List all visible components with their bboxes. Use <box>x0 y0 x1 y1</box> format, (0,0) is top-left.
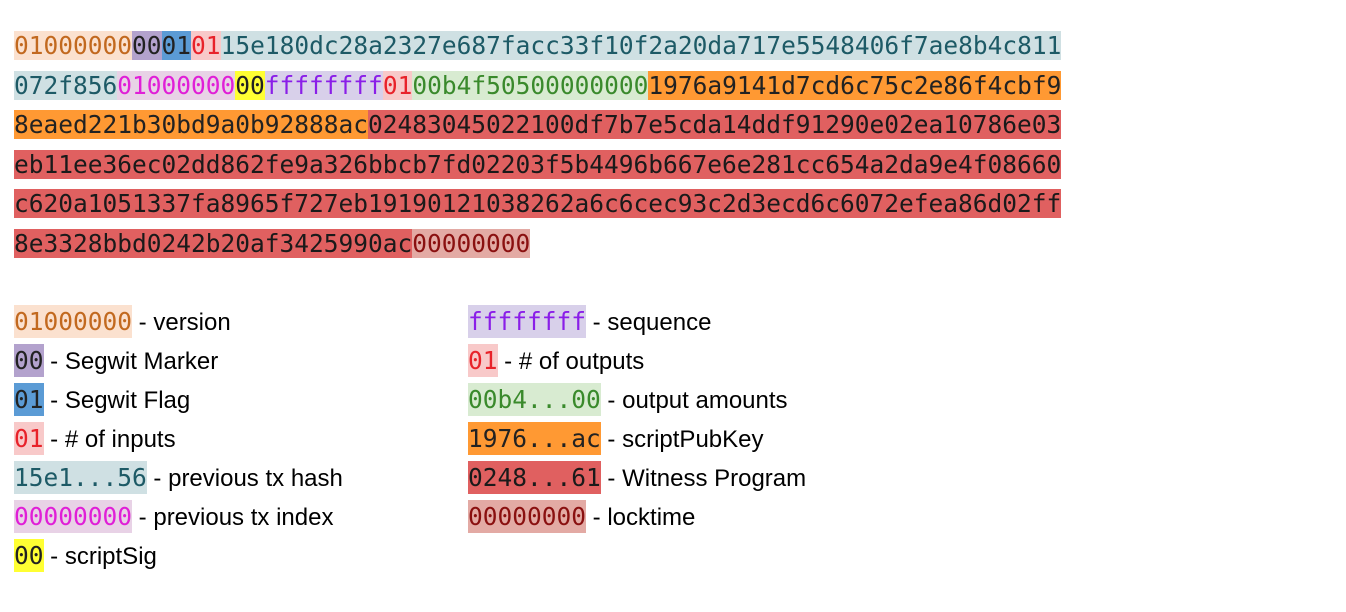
legend-item-script-sig: 00 - scriptSig <box>14 539 343 578</box>
raw-transaction-hex: 0100000000010115e180dc28a2327e687facc33f… <box>14 26 1334 263</box>
hex-locktime: 00000000 <box>412 228 531 258</box>
legend-swatch: 00000000 <box>14 500 133 533</box>
legend-swatch: 00 <box>14 539 44 572</box>
legend-label: - scriptPubKey <box>600 426 764 453</box>
hex-segwit-marker: 00 <box>132 31 162 60</box>
legend-label: - scriptSig <box>43 543 157 570</box>
hex-witness-cont-2: c620a1051337fa8965f727eb19190121038262a6… <box>14 189 1062 218</box>
legend-label: - locktime <box>586 504 696 531</box>
legend-item-output-count: 01 - # of outputs <box>468 344 806 383</box>
legend-item-prev-tx-index: 00000000 - previous tx index <box>14 500 343 539</box>
legend-label: - previous tx hash <box>146 465 343 492</box>
hex-output-count: 01 <box>382 70 413 100</box>
legend-label: - # of outputs <box>497 348 645 375</box>
hex-version: 01000000 <box>14 31 133 60</box>
legend-label: - Segwit Marker <box>43 348 219 375</box>
legend-swatch: 01 <box>14 422 44 455</box>
legend-label: - version <box>132 309 231 336</box>
legend-swatch: 0248...61 <box>468 461 601 494</box>
legend-item-segwit-flag: 01 - Segwit Flag <box>14 383 343 422</box>
legend-swatch: 00000000 <box>468 500 587 533</box>
legend-item-prev-tx-hash: 15e1...56 - previous tx hash <box>14 461 343 500</box>
hex-witness-cont-3: 8e3328bbd0242b20af3425990ac <box>14 228 413 258</box>
hex-script-pubkey-cont: 8eaed221b30bd9a0b92888ac <box>14 110 369 139</box>
legend-label: - Segwit Flag <box>43 387 191 414</box>
hex-segwit-flag: 01 <box>161 31 192 60</box>
legend-item-script-pubkey: 1976...ac - scriptPubKey <box>468 422 806 461</box>
hex-input-count: 01 <box>191 31 221 60</box>
legend-swatch: 00 <box>14 344 44 377</box>
legend-column-1: 01000000 - version 00 - Segwit Marker 01… <box>14 305 343 578</box>
legend-column-2: ffffffff - sequence 01 - # of outputs 00… <box>468 305 806 539</box>
hex-output-amount: 00b4f50500000000 <box>412 70 649 100</box>
legend-swatch: 1976...ac <box>468 422 601 455</box>
hex-script-sig: 00 <box>235 70 265 100</box>
hex-sequence: ffffffff <box>264 70 383 100</box>
hex-witness: 02483045022100df7b7e5cda14ddf91290e02ea1… <box>368 110 1062 139</box>
hex-prev-tx-hash-cont: 072f856 <box>14 70 118 100</box>
legend-label: - previous tx index <box>132 504 334 531</box>
hex-prev-tx-hash: 15e180dc28a2327e687facc33f10f2a20da717e5… <box>220 31 1062 60</box>
legend-label: - output amounts <box>600 387 788 414</box>
legend-swatch: 01 <box>14 383 44 416</box>
hex-witness-cont-1: eb11ee36ec02dd862fe9a326bbcb7fd02203f5b4… <box>14 149 1062 179</box>
hex-script-pubkey: 1976a9141d7cd6c75c2e86f4cbf9 <box>648 70 1062 100</box>
legend-label: - Witness Program <box>600 465 807 492</box>
legend-swatch: ffffffff <box>468 305 587 338</box>
legend-item-sequence: ffffffff - sequence <box>468 305 806 344</box>
legend-item-witness-program: 0248...61 - Witness Program <box>468 461 806 500</box>
legend-item-output-amounts: 00b4...00 - output amounts <box>468 383 806 422</box>
legend-swatch: 01 <box>468 344 498 377</box>
legend-label: - # of inputs <box>43 426 176 453</box>
legend-item-version: 01000000 - version <box>14 305 343 344</box>
legend-label: - sequence <box>586 309 712 336</box>
legend-swatch: 00b4...00 <box>468 383 601 416</box>
legend-swatch: 01000000 <box>14 305 133 338</box>
legend-item-segwit-marker: 00 - Segwit Marker <box>14 344 343 383</box>
legend-item-input-count: 01 - # of inputs <box>14 422 343 461</box>
legend-swatch: 15e1...56 <box>14 461 147 494</box>
hex-prev-tx-index: 01000000 <box>117 70 236 100</box>
legend-item-locktime: 00000000 - locktime <box>468 500 806 539</box>
